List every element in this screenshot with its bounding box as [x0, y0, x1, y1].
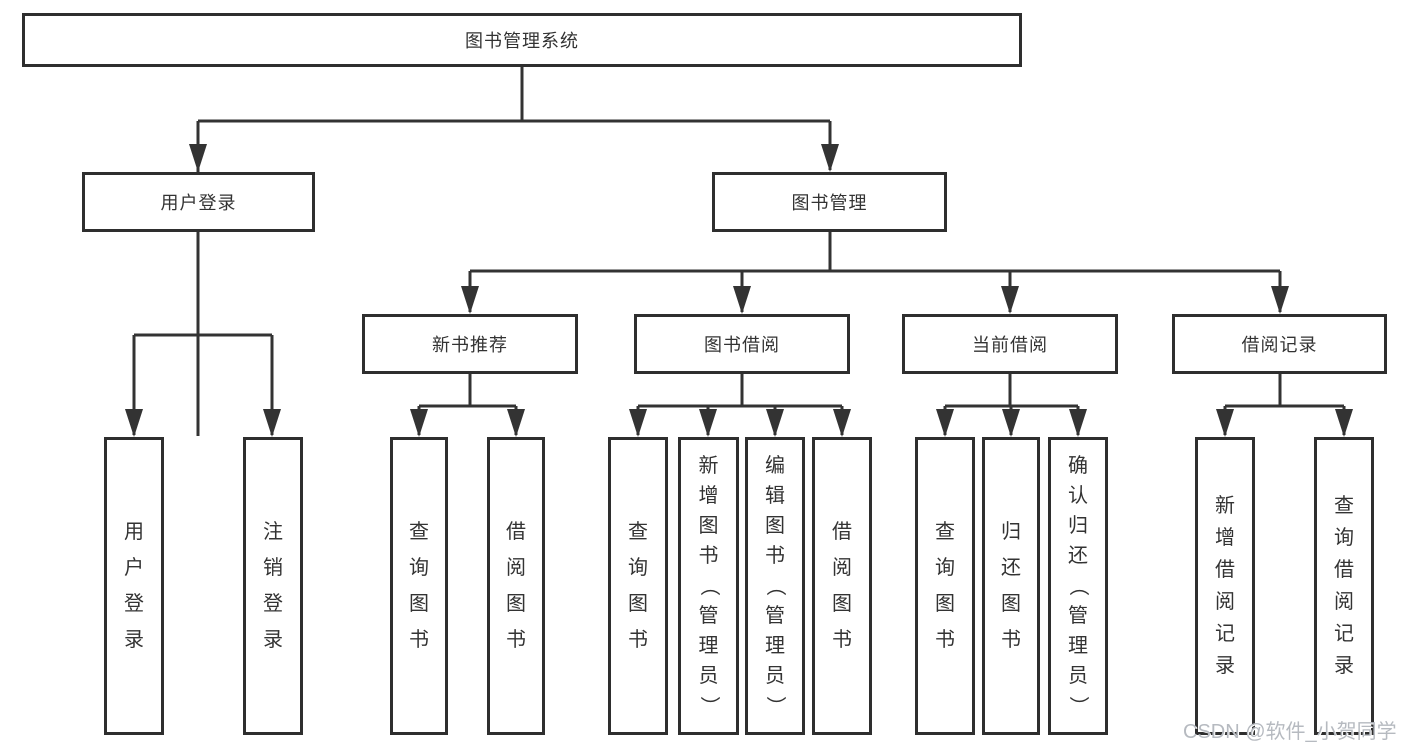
edge-root-to-level2 [196, 67, 832, 436]
node-current-borrow-label: 当前借阅 [972, 335, 1048, 355]
node-root-label: 图书管理系统 [465, 31, 579, 51]
leaf-user-login-label: 用户登录 [124, 521, 144, 651]
arrowhead-icon [1069, 409, 1087, 437]
node-current-borrow: 当前借阅 [902, 314, 1118, 374]
arrowhead-icon [699, 409, 717, 437]
leaf-user-login: 用户登录 [104, 437, 164, 735]
leaf-current-query-books: 查询图书 [915, 437, 975, 735]
leaf-edit-books-admin-label: 编辑图书（管理员） [764, 455, 786, 716]
leaf-add-books-admin: 新增图书（管理员） [678, 437, 739, 735]
watermark: CSDN @软件_小贺同学 [1183, 721, 1397, 743]
arrowhead-icon [461, 286, 479, 314]
node-book-management-label: 图书管理 [791, 193, 868, 213]
leaf-confirm-return-admin: 确认归还（管理员） [1048, 437, 1108, 735]
arrowhead-icon [1216, 409, 1234, 437]
leaf-add-books-admin-label: 新增图书（管理员） [697, 455, 720, 716]
arrowhead-icon [189, 144, 207, 172]
leaf-newbook-borrow-books: 借阅图书 [487, 437, 545, 735]
node-book-management: 图书管理 [712, 172, 947, 232]
leaf-add-borrow-record-label: 新增借阅记录 [1215, 495, 1235, 677]
arrowhead-icon [1271, 286, 1289, 314]
arrowhead-icon [1001, 286, 1019, 314]
leaf-query-borrow-record: 查询借阅记录 [1314, 437, 1374, 735]
leaf-newbook-borrow-books-label: 借阅图书 [506, 521, 526, 651]
arrowhead-icon [1002, 409, 1020, 437]
leaf-edit-books-admin: 编辑图书（管理员） [745, 437, 805, 735]
leaf-borrow-books: 借阅图书 [812, 437, 872, 735]
arrowhead-icon [733, 286, 751, 314]
node-borrow-record: 借阅记录 [1172, 314, 1387, 374]
arrowhead-icon [263, 409, 281, 437]
leaf-return-books: 归还图书 [982, 437, 1040, 735]
leaf-borrow-query-books: 查询图书 [608, 437, 668, 735]
node-borrow-record-label: 借阅记录 [1241, 335, 1318, 355]
arrowhead-icon [833, 409, 851, 437]
node-book-borrow: 图书借阅 [634, 314, 850, 374]
leaf-add-borrow-record: 新增借阅记录 [1195, 437, 1255, 735]
arrowhead-icon [1335, 409, 1353, 437]
leaf-newbook-query-books-label: 查询图书 [409, 521, 429, 651]
leaf-return-books-label: 归还图书 [1001, 521, 1021, 651]
arrowhead-icon [507, 409, 525, 437]
leaf-logout-label: 注销登录 [263, 521, 283, 651]
edge-bookmgmt-to-level3 [468, 232, 1282, 312]
leaf-borrow-query-books-label: 查询图书 [628, 521, 648, 651]
node-new-book-recommend-label: 新书推荐 [432, 335, 508, 355]
edge-currentborrow-to-leaves [943, 374, 1080, 435]
node-new-book-recommend: 新书推荐 [362, 314, 578, 374]
node-root: 图书管理系统 [22, 13, 1022, 67]
edge-userlogin-to-leaves [132, 232, 274, 435]
arrowhead-icon [936, 409, 954, 437]
node-user-login: 用户登录 [82, 172, 315, 232]
arrowhead-icon [125, 409, 143, 437]
arrowhead-icon [821, 144, 839, 172]
arrowhead-icon [629, 409, 647, 437]
leaf-borrow-books-label: 借阅图书 [832, 521, 852, 651]
edge-bookborrow-to-leaves [636, 374, 844, 435]
node-user-login-label: 用户登录 [160, 193, 237, 213]
edge-borrowrecord-to-leaves [1223, 374, 1346, 435]
edge-newbook-to-leaves [417, 374, 518, 435]
node-book-borrow-label: 图书借阅 [704, 335, 780, 355]
arrowhead-icon [766, 409, 784, 437]
leaf-current-query-books-label: 查询图书 [935, 521, 955, 651]
leaf-logout: 注销登录 [243, 437, 303, 735]
leaf-query-borrow-record-label: 查询借阅记录 [1334, 495, 1354, 677]
leaf-newbook-query-books: 查询图书 [390, 437, 448, 735]
arrowhead-icon [410, 409, 428, 437]
leaf-confirm-return-admin-label: 确认归还（管理员） [1067, 455, 1089, 716]
